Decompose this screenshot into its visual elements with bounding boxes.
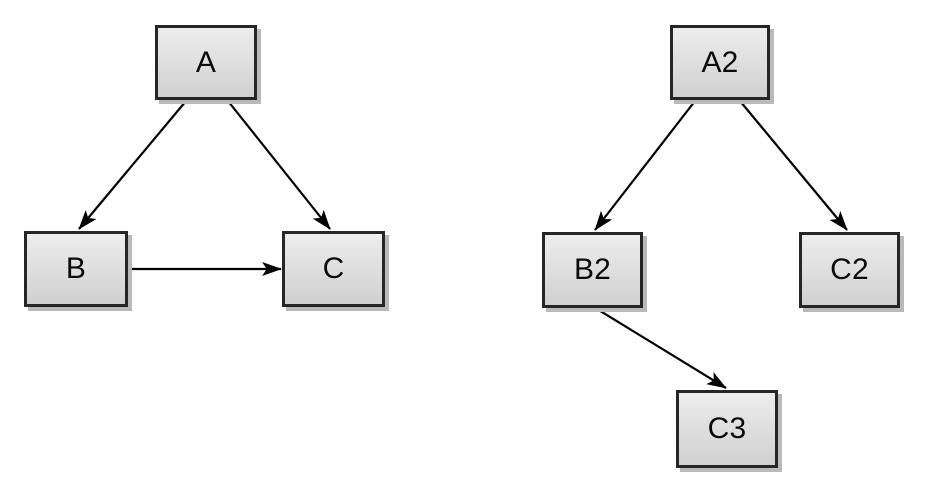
node-label: A2 (701, 45, 739, 79)
node-b[interactable]: B (24, 231, 128, 307)
node-label: B (65, 252, 87, 285)
node-c3[interactable]: C3 (676, 390, 778, 468)
edge-a-c (227, 100, 331, 230)
node-label: C2 (830, 253, 869, 286)
edge-a2-b2 (594, 100, 696, 231)
edge-b2-c3 (596, 308, 727, 389)
node-a[interactable]: A (155, 25, 257, 100)
node-c2[interactable]: C2 (799, 232, 900, 308)
node-a2[interactable]: A2 (670, 25, 770, 100)
edge-a-b (78, 100, 187, 230)
node-label: B2 (573, 253, 612, 286)
node-c[interactable]: C (282, 231, 385, 307)
node-label: A (195, 45, 217, 79)
edge-a2-c2 (739, 100, 848, 231)
node-b2[interactable]: B2 (542, 232, 643, 308)
node-label: C3 (707, 412, 747, 445)
node-label: C (322, 252, 345, 285)
